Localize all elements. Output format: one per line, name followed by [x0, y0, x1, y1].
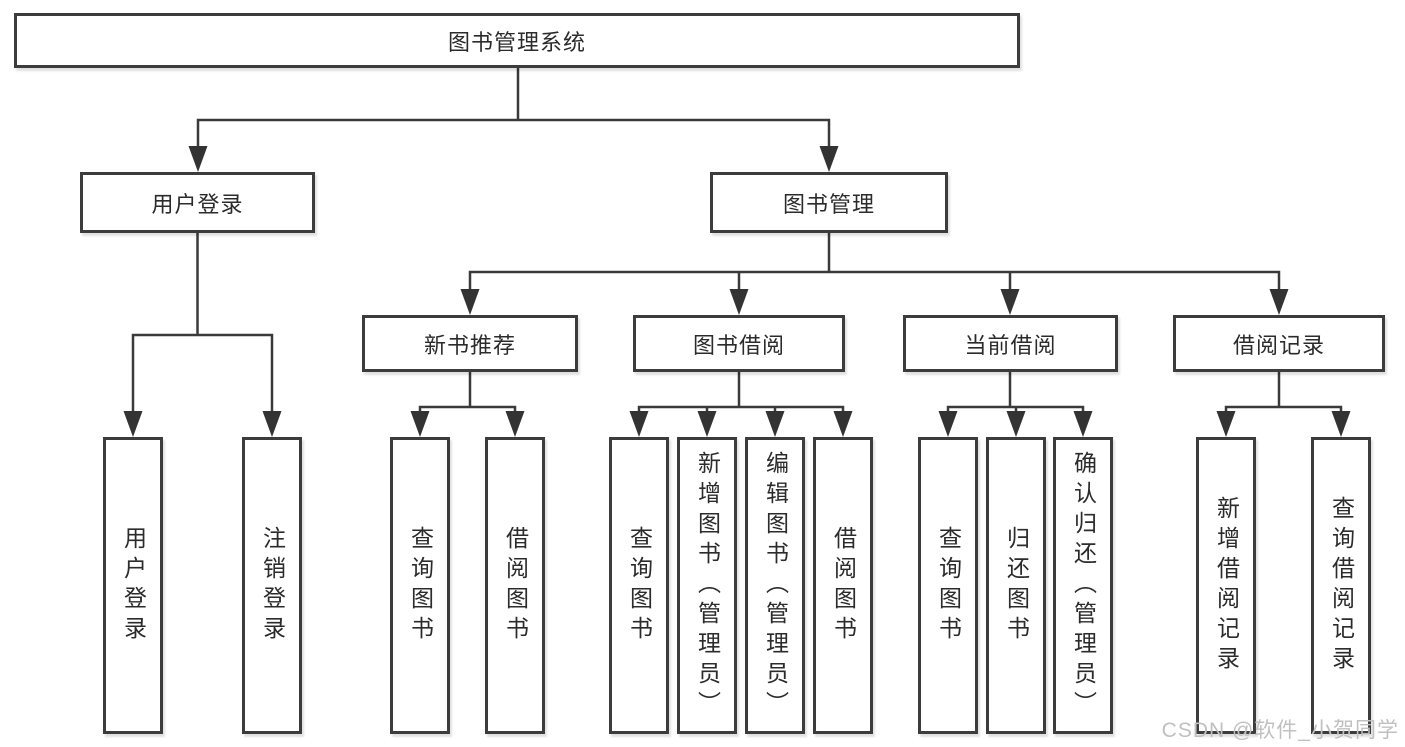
connector-records-to-leaves — [1224, 372, 1343, 413]
node-book-management: 图书管理 — [710, 172, 948, 233]
leaf-query-books-current: 查询图书 — [918, 437, 978, 734]
connector-book-mgmt-to-groups — [468, 233, 1281, 291]
leaf-label: 新增借阅记录 — [1213, 495, 1240, 676]
leaf-add-books-admin: 新增图书（管理员） — [677, 437, 737, 734]
leaf-label: 查询图书 — [626, 525, 653, 646]
leaf-borrow-books-borrowing: 借阅图书 — [813, 437, 873, 734]
node-borrowing-records: 借阅记录 — [1173, 315, 1385, 372]
leaf-label: 借阅图书 — [502, 525, 529, 646]
node-book-borrowing: 图书借阅 — [633, 315, 845, 372]
connector-newbook-to-leaves — [418, 372, 517, 413]
node-book-management-system: 图书管理系统 — [14, 13, 1020, 68]
leaf-label: 新增图书（管理员） — [694, 450, 721, 721]
leaf-label: 注销登录 — [259, 525, 286, 646]
node-label: 新书推荐 — [423, 332, 516, 358]
node-user-login: 用户登录 — [80, 172, 315, 233]
node-label: 图书借阅 — [692, 332, 785, 358]
leaf-query-books-borrowing: 查询图书 — [609, 437, 669, 734]
leaf-query-borrow-record: 查询借阅记录 — [1311, 437, 1371, 734]
node-new-book-recommendation: 新书推荐 — [362, 315, 578, 372]
connector-root-to-level2 — [196, 68, 831, 148]
connector-user-login-to-leaves — [131, 233, 274, 413]
leaf-edit-books-admin: 编辑图书（管理员） — [745, 437, 805, 734]
csdn-watermark: CSDN @软件_小贺同学 — [1161, 719, 1399, 742]
leaf-label: 查询图书 — [935, 525, 962, 646]
node-label: 图书管理 — [782, 191, 875, 217]
leaf-label: 编辑图书（管理员） — [762, 450, 789, 721]
leaf-label: 借阅图书 — [830, 525, 857, 646]
leaf-logout: 注销登录 — [242, 437, 302, 734]
leaf-user-login: 用户登录 — [103, 437, 163, 734]
leaf-label: 查询借阅记录 — [1328, 495, 1355, 676]
leaf-label: 查询图书 — [407, 525, 434, 646]
leaf-return-books: 归还图书 — [986, 437, 1046, 734]
leaf-label: 归还图书 — [1003, 525, 1030, 646]
node-label: 用户登录 — [151, 191, 244, 217]
node-label: 当前借阅 — [964, 332, 1057, 358]
connector-current-to-leaves — [946, 372, 1085, 413]
node-label: 图书管理系统 — [447, 29, 586, 55]
leaf-label: 用户登录 — [120, 525, 147, 646]
leaf-borrow-books-newbook: 借阅图书 — [485, 437, 545, 734]
node-label: 借阅记录 — [1232, 332, 1325, 358]
leaf-query-books-newbook: 查询图书 — [390, 437, 450, 734]
connector-borrow-to-leaves — [637, 372, 845, 413]
leaf-add-borrow-record: 新增借阅记录 — [1196, 437, 1256, 734]
node-current-borrowing: 当前借阅 — [903, 315, 1118, 372]
leaf-label: 确认归还（管理员） — [1070, 450, 1097, 721]
leaf-confirm-return-admin: 确认归还（管理员） — [1053, 437, 1113, 734]
